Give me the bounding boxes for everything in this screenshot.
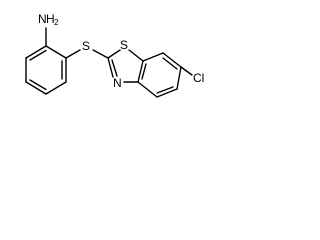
- bond-c5-c4: [156, 88, 178, 98]
- bond-inner-c3a-c7a: [141, 63, 147, 80]
- bond-inner-c6-c1: [29, 49, 47, 61]
- bond-s-c2prime: [92, 49, 109, 59]
- molecule-canvas: N H 2 S S N Cl: [0, 0, 228, 127]
- bond-c7-c6: [162, 52, 182, 68]
- molecule-structure: N H 2 S S N Cl: [25, 12, 204, 98]
- bond-c2-s: [65, 49, 81, 59]
- bond-inner-c4-c5: [29, 79, 47, 91]
- ring-nitrogen-label: N: [113, 76, 122, 90]
- bond-n-c2prime: [107, 57, 114, 78]
- bond-c7a-c3a: [137, 60, 144, 83]
- bond-c6-c1: [25, 45, 47, 59]
- bond-c6-c5: [176, 66, 182, 90]
- bond-s1-c7a: [128, 49, 144, 62]
- amine-hydrogen-count: 2: [54, 18, 59, 27]
- thioether-linkage: [65, 49, 109, 59]
- bond-c7a-c7: [142, 52, 164, 62]
- bond-c3-c4: [45, 81, 67, 95]
- bond-c1-c2: [45, 45, 67, 59]
- benzo-ring: [137, 52, 193, 98]
- thioether-sulfur-label: S: [82, 39, 90, 53]
- bond-c4-c5: [25, 81, 47, 95]
- bond-c6-cl: [180, 66, 193, 76]
- chlorine-label: Cl: [193, 71, 204, 85]
- bond-c4-c3a: [137, 81, 158, 98]
- bond-inner-c7-c6: [162, 57, 178, 70]
- bond-inner-c5-c4: [156, 86, 174, 94]
- amine-hydrogen-label: H: [46, 12, 55, 26]
- aminophenyl-ring: [25, 27, 67, 95]
- amine-nitrogen-label: N: [38, 12, 47, 26]
- thiazole-ring: [107, 49, 144, 83]
- bond-n-c2prime-double: [111, 59, 118, 77]
- ring-sulfur-label: S: [120, 38, 128, 52]
- bond-c2prime-s1: [107, 49, 121, 59]
- amine-label: N H 2: [38, 12, 59, 27]
